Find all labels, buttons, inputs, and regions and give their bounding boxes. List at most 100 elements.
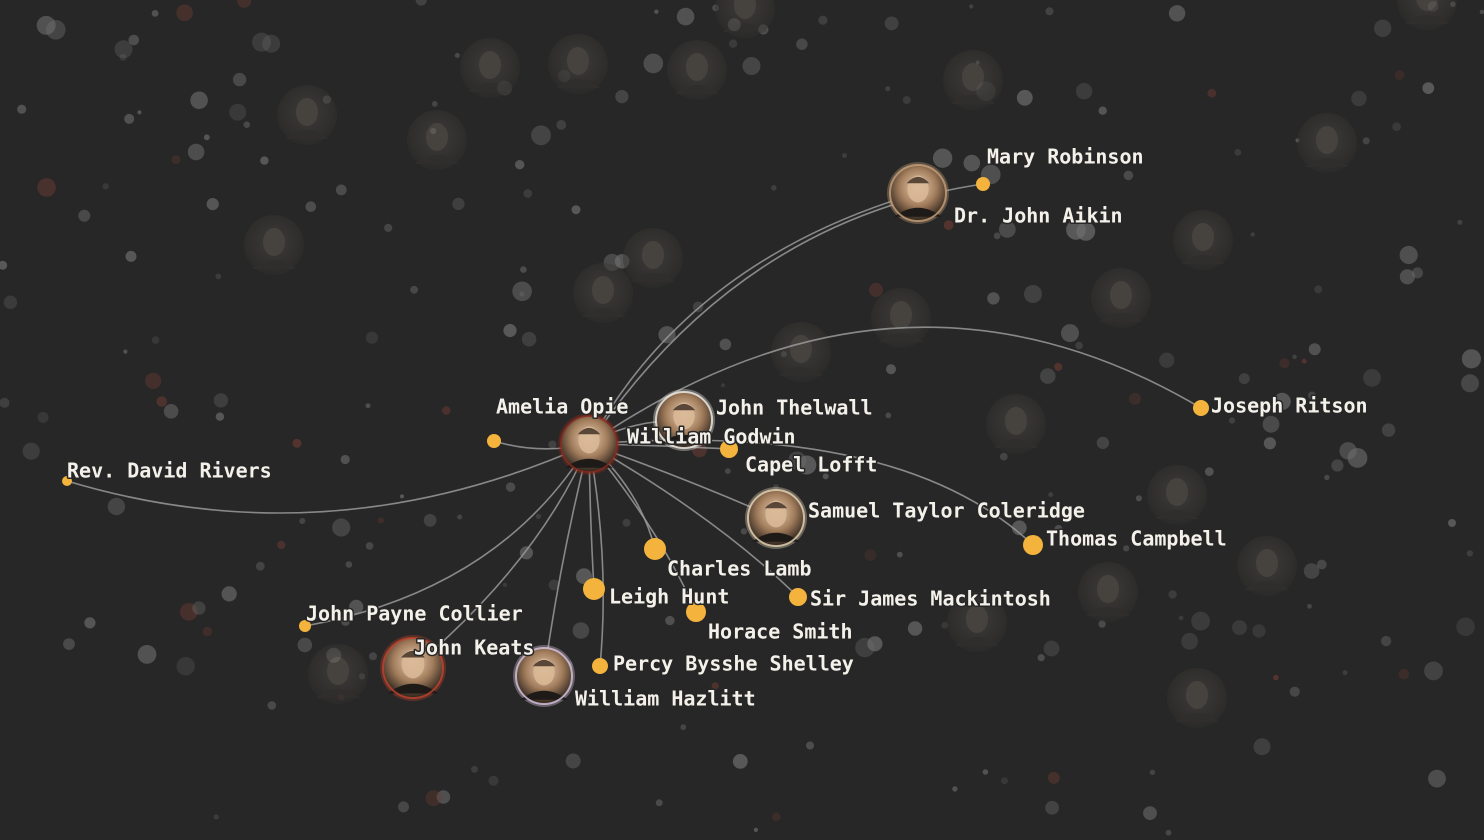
- background-particle: [176, 4, 193, 22]
- background-particle: [548, 440, 557, 449]
- node-leigh-hunt-dot[interactable]: [583, 578, 605, 600]
- background-particle: [771, 185, 777, 191]
- node-thomas-campbell-label: Thomas Campbell: [1046, 527, 1227, 551]
- background-particle: [1380, 635, 1392, 647]
- background-particle: [341, 617, 350, 626]
- background-portrait: [1397, 0, 1457, 30]
- node-dr-john-aikin-portrait[interactable]: [887, 162, 949, 224]
- background-particle: [719, 338, 732, 351]
- background-particle: [1128, 392, 1141, 405]
- node-john-payne-collier-dot[interactable]: [299, 620, 311, 632]
- background-particle: [993, 232, 1001, 240]
- background-particle: [654, 9, 659, 14]
- background-particle: [987, 292, 1000, 305]
- node-leigh-hunt-label: Leigh Hunt: [609, 585, 729, 609]
- background-particle: [1279, 358, 1290, 369]
- background-particle: [1316, 559, 1327, 570]
- background-particle: [187, 143, 205, 161]
- background-particle: [365, 542, 374, 550]
- background-portrait: [460, 38, 520, 98]
- node-joseph-ritson-dot[interactable]: [1193, 400, 1209, 416]
- background-particle: [963, 154, 981, 172]
- node-charles-lamb-dot[interactable]: [644, 538, 666, 560]
- background-particle: [46, 20, 66, 40]
- background-particle: [1303, 563, 1320, 579]
- node-capel-lofft-dot[interactable]: [720, 440, 738, 458]
- background-particle: [145, 372, 162, 389]
- background-particle: [721, 383, 725, 388]
- node-capel-lofft-label: Capel Lofft: [745, 453, 877, 477]
- background-particle: [206, 198, 219, 211]
- background-particle: [37, 411, 49, 423]
- background-particle: [1168, 590, 1177, 599]
- background-particle: [655, 799, 663, 807]
- background-particle: [1135, 495, 1142, 502]
- background-particle: [885, 412, 892, 419]
- background-particle: [1301, 358, 1307, 364]
- background-particle: [1238, 373, 1250, 385]
- background-portrait: [1091, 268, 1151, 328]
- background-particle: [1399, 245, 1418, 265]
- background-particle: [998, 221, 1016, 238]
- background-particle: [583, 694, 591, 701]
- node-thomas-campbell-dot[interactable]: [1023, 535, 1043, 555]
- node-john-thelwall-portrait[interactable]: [653, 389, 715, 451]
- background-particle: [512, 281, 532, 302]
- node-samuel-taylor-coleridge-portrait[interactable]: [745, 487, 807, 549]
- background-portrait: [244, 215, 304, 275]
- node-mary-robinson-label: Mary Robinson: [987, 145, 1144, 169]
- background-particle: [1292, 354, 1297, 359]
- background-particle: [415, 0, 427, 6]
- background-particle: [571, 205, 581, 215]
- background-particle: [124, 113, 135, 124]
- background-particle: [365, 331, 378, 344]
- node-john-payne-collier-label: John Payne Collier: [306, 602, 523, 626]
- background-particle: [943, 220, 954, 231]
- background-particle: [1398, 668, 1410, 680]
- node-joseph-ritson-label: Joseph Ritson: [1211, 394, 1368, 418]
- node-william-godwin-portrait[interactable]: [558, 413, 620, 475]
- background-particle: [180, 603, 198, 621]
- edge-william-godwin-john-keats: [412, 443, 590, 669]
- background-particle: [221, 586, 237, 602]
- node-percy-bysshe-shelley-dot[interactable]: [592, 658, 608, 674]
- edge-william-godwin-percy-bysshe-shelley: [588, 443, 605, 667]
- background-particle: [1351, 90, 1367, 107]
- background-particle: [128, 34, 140, 46]
- edge-william-godwin-john-payne-collier: [304, 443, 590, 627]
- background-portrait: [871, 288, 931, 348]
- node-amelia-opie-dot[interactable]: [487, 434, 501, 448]
- background-particle: [1314, 285, 1323, 294]
- background-particle: [1096, 436, 1110, 450]
- background-particle: [864, 549, 877, 562]
- node-william-hazlitt-portrait[interactable]: [513, 645, 575, 707]
- node-john-thelwall-label: John Thelwall: [716, 396, 873, 420]
- background-particle: [1394, 70, 1405, 80]
- node-sir-james-mackintosh-dot[interactable]: [789, 588, 807, 606]
- background-particle: [1047, 772, 1060, 784]
- node-john-keats-label: John Keats: [414, 636, 534, 660]
- node-john-keats-portrait[interactable]: [380, 635, 446, 701]
- background-particle: [1149, 769, 1156, 775]
- node-horace-smith-dot[interactable]: [686, 602, 706, 622]
- background-particle: [658, 326, 676, 344]
- background-particle: [102, 183, 109, 190]
- background-particle: [1250, 232, 1255, 237]
- background-particle: [523, 189, 533, 198]
- background-portrait: [1147, 465, 1207, 525]
- background-particle: [1143, 806, 1157, 820]
- background-particle: [1308, 391, 1316, 400]
- background-particle: [36, 15, 56, 35]
- background-particle: [1168, 5, 1186, 22]
- node-mary-robinson-dot[interactable]: [976, 177, 990, 191]
- background-particle: [692, 301, 704, 313]
- background-particle: [3, 295, 18, 309]
- background-particle: [1075, 83, 1093, 100]
- background-particle: [1024, 285, 1042, 303]
- node-rev-david-rivers-dot[interactable]: [62, 476, 72, 486]
- background-particle: [252, 32, 271, 52]
- node-amelia-opie-label: Amelia Opie: [496, 395, 628, 419]
